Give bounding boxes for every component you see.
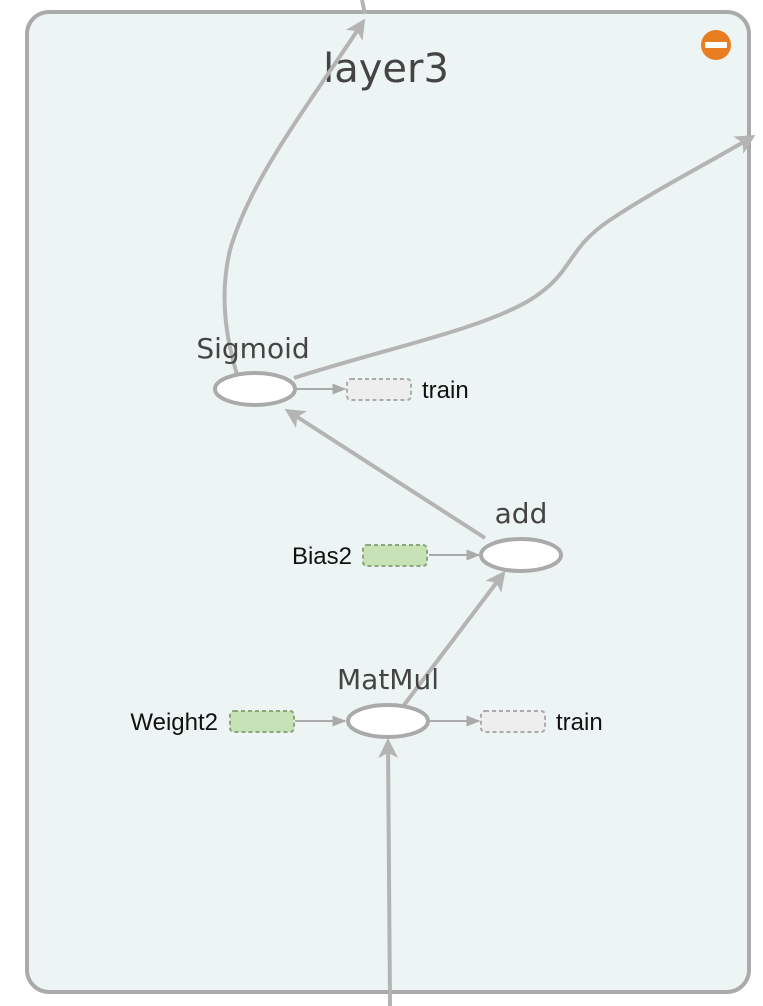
- matmul-node[interactable]: MatMul: [337, 663, 439, 739]
- train-summary-shape: [346, 378, 412, 401]
- sigmoid-train-node[interactable]: train: [346, 377, 469, 404]
- edge-add-to-sigmoid: [284, 408, 487, 540]
- matmul-train-label: train: [556, 709, 603, 736]
- add-node[interactable]: add: [479, 497, 563, 573]
- edge-matmul-to-add: [402, 570, 506, 707]
- sigmoid-train-label: train: [422, 377, 469, 404]
- weight2-node[interactable]: Weight2: [130, 709, 295, 736]
- minus-circle-icon[interactable]: [701, 30, 731, 60]
- variable-shape: [362, 544, 428, 567]
- add-op-shape: [479, 537, 563, 573]
- bias2-label: Bias2: [292, 543, 352, 570]
- sigmoid-op-shape: [213, 371, 297, 407]
- edge-output-continuation: [360, 0, 367, 15]
- weight2-label: Weight2: [130, 709, 218, 736]
- add-label: add: [495, 497, 548, 530]
- bias2-node[interactable]: Bias2: [292, 543, 428, 570]
- sigmoid-label: Sigmoid: [196, 332, 309, 365]
- matmul-label: MatMul: [337, 663, 439, 696]
- edge-input-to-matmul: [378, 738, 399, 1006]
- train-summary-shape: [480, 710, 546, 733]
- edge-sigmoid-to-output: [222, 18, 366, 379]
- variable-shape: [229, 710, 295, 733]
- sigmoid-node[interactable]: Sigmoid: [196, 332, 310, 407]
- matmul-train-node[interactable]: train: [480, 709, 603, 736]
- matmul-op-shape: [346, 703, 430, 739]
- edge-sigmoid-to-right: [293, 134, 756, 380]
